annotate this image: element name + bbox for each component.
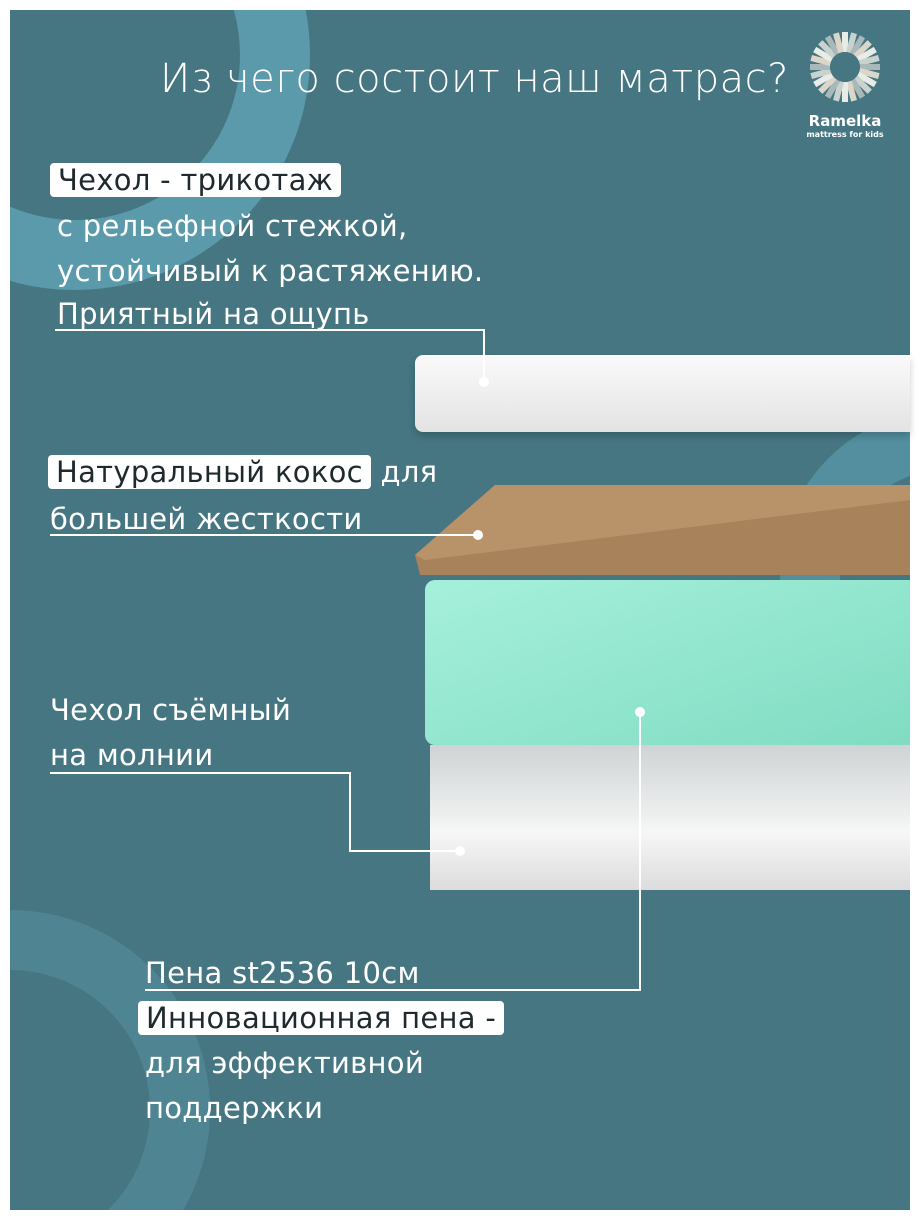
logo-ray [810, 64, 830, 70]
logo-ray [853, 40, 872, 59]
page-title: Из чего состоит наш матрас? [160, 56, 789, 102]
logo-ray [813, 71, 834, 88]
infographic-panel: Из чего состоит наш матрас? Ramelka matt… [10, 10, 910, 1210]
coconut-layer-image [415, 485, 910, 575]
foam-layer-image [425, 580, 910, 745]
logo-ray [824, 78, 841, 99]
logo-ray [833, 80, 845, 102]
logo-ray [842, 32, 848, 52]
cover-text: Приятный на ощупь [57, 297, 370, 331]
cover-callout-line [55, 329, 485, 331]
logo-ray [853, 75, 872, 94]
zipper-callout-dot [455, 846, 465, 856]
logo-ray [849, 78, 866, 99]
logo-ray [858, 55, 880, 67]
foam-callout-line [639, 712, 641, 990]
coconut-highlight: Натуральный кокос [48, 455, 371, 489]
zipper-callout-line [50, 772, 350, 774]
cover-text: с рельефной стежкой, [57, 209, 408, 243]
cover-callout-line [483, 329, 485, 381]
logo-ray [818, 40, 837, 59]
logo-ray [833, 32, 845, 54]
logo-ray [824, 35, 841, 56]
cover-layer-image [415, 355, 910, 432]
logo-ray [845, 32, 857, 54]
foam-text: для эффективной [145, 1046, 424, 1080]
coconut-callout-dot [473, 530, 483, 540]
logo-ray [842, 82, 848, 102]
logo-ray [856, 46, 877, 63]
logo-ray [858, 67, 880, 79]
logo-ray [813, 46, 834, 63]
zipper-callout-line [349, 850, 459, 852]
bottom-cover-image [430, 745, 910, 890]
decorative-ring [10, 910, 210, 1210]
decorative-ring [10, 10, 310, 290]
cover-callout-dot [479, 377, 489, 387]
logo-tagline: mattress for kids [806, 130, 884, 139]
logo-ray [810, 55, 832, 67]
coconut-callout-line [50, 534, 478, 536]
coconut-text: большей жесткости [50, 502, 363, 536]
zipper-callout-line [349, 772, 351, 852]
foam-callout-line [145, 989, 641, 991]
logo-sunburst-icon [810, 32, 880, 102]
logo-ray [860, 64, 880, 70]
cover-text: устойчивый к растяжению. [57, 254, 484, 288]
logo-ray [818, 75, 837, 94]
logo-ray [810, 67, 832, 79]
zipper-text: Чехол съёмный [50, 693, 292, 727]
logo-ray [845, 80, 857, 102]
logo-ray [856, 71, 877, 88]
logo-name: Ramelka [808, 112, 882, 130]
coconut-text: для [380, 455, 438, 489]
foam-text: Пена st2536 10см [145, 956, 420, 990]
brand-logo: Ramelka mattress for kids [790, 30, 900, 139]
cover-highlight: Чехол - трикотаж [50, 163, 342, 197]
foam-highlight: Инновационная пена - [138, 1001, 505, 1035]
foam-text: поддержки [145, 1091, 324, 1125]
zipper-text: на молнии [50, 738, 214, 772]
logo-ray [849, 35, 866, 56]
